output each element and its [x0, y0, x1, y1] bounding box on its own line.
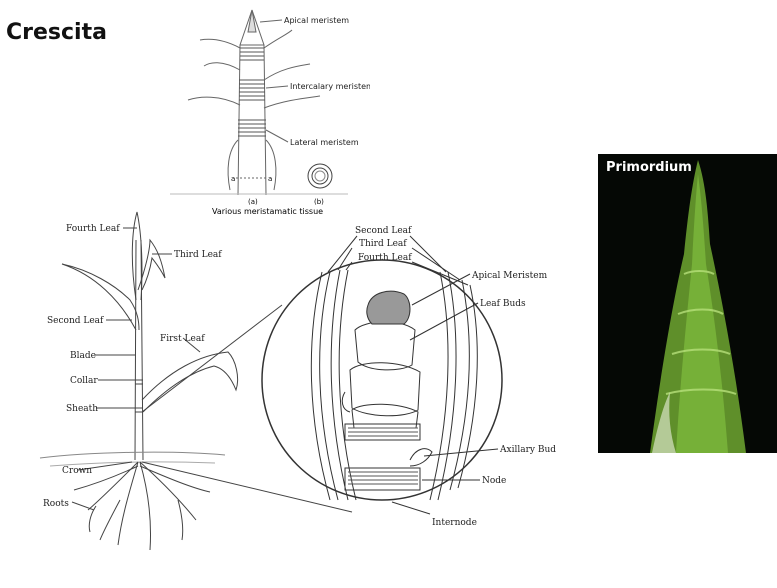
meristem-diagram: Apical meristem Intercalary meristem Lat…	[170, 9, 370, 216]
plant-label-crown: Crown	[62, 466, 92, 476]
detail-label-axillary-bud: Axillary Bud	[499, 445, 556, 455]
detail-label-second-leaf: Second Leaf	[355, 226, 412, 236]
label-intercalary-meristem: Intercalary meristem	[290, 82, 370, 91]
section-mark-right: a	[268, 175, 272, 183]
detail-label-fourth-leaf: Fourth Leaf	[358, 253, 412, 263]
panel-b-label: (b)	[314, 198, 324, 206]
detail-label-leaf-buds: Leaf Buds	[480, 299, 526, 309]
primordium-photo: Primordium	[598, 154, 777, 453]
detail-label-third-leaf: Third Leaf	[359, 239, 407, 249]
plant-label-collar: Collar	[70, 376, 98, 386]
photo-label: Primordium	[606, 160, 692, 175]
plant-label-sheath: Sheath	[66, 404, 98, 414]
plant-label-first-leaf: First Leaf	[160, 334, 205, 344]
detail-label-node: Node	[482, 476, 506, 486]
plant-label-third-leaf: Third Leaf	[174, 250, 222, 260]
label-apical-meristem: Apical meristem	[284, 16, 349, 25]
section-mark-left: a	[231, 175, 235, 183]
slide-title: Crescita	[6, 20, 107, 45]
panel-a-label: (a)	[248, 198, 258, 206]
plant-label-second-leaf: Second Leaf	[47, 316, 104, 326]
plant-label-roots: Roots	[43, 499, 69, 509]
label-lateral-meristem: Lateral meristem	[290, 138, 359, 147]
meristem-caption: Various meristamatic tissue	[212, 207, 323, 216]
plant-diagram: Fourth Leaf Third Leaf Second Leaf First…	[39, 211, 556, 551]
plant-label-fourth-leaf: Fourth Leaf	[66, 224, 120, 234]
plant-label-blade: Blade	[70, 351, 96, 361]
detail-label-internode: Internode	[432, 518, 477, 528]
detail-label-apical-meristem: Apical Meristem	[471, 271, 548, 281]
